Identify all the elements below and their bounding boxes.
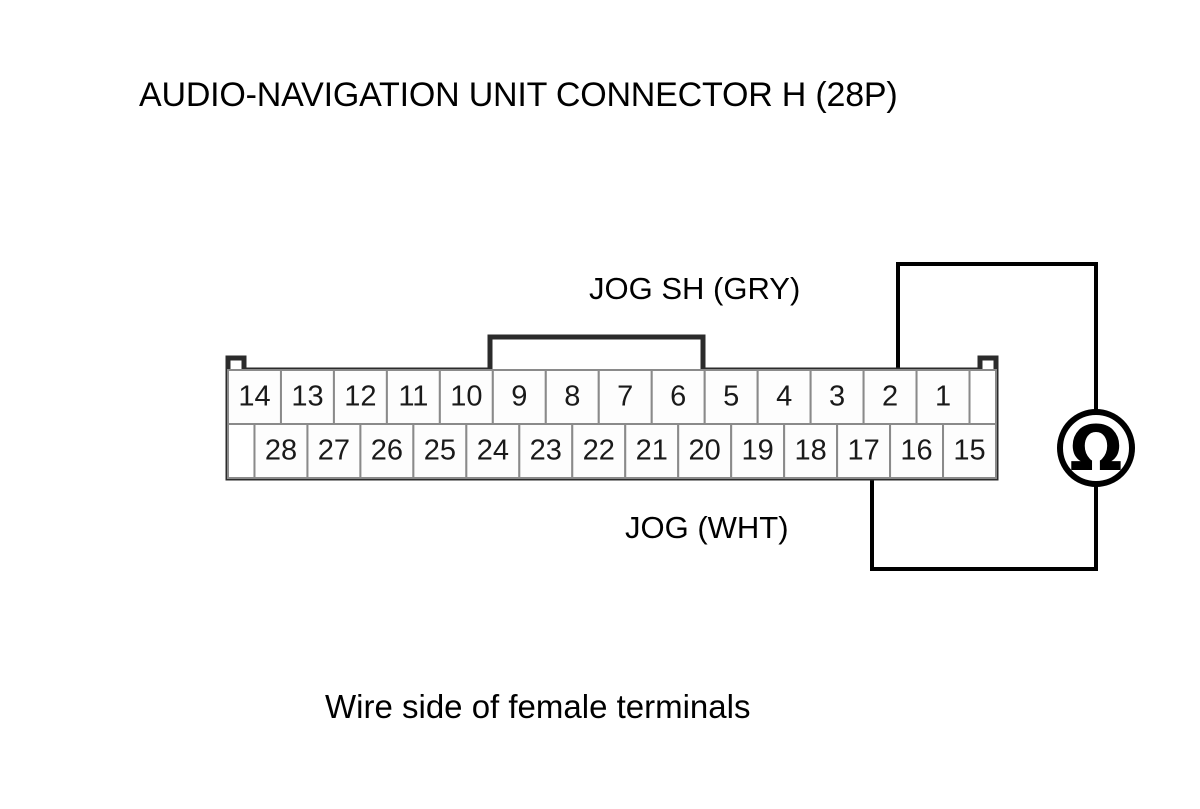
pin-cell-19 xyxy=(730,423,786,479)
pin-cell-4 xyxy=(756,369,812,425)
ohmmeter: Ω xyxy=(1057,409,1135,487)
pin-number-24: 24 xyxy=(477,435,509,467)
pin-row-top: 14 13 12 11 10 9 8 7 6 5 4 3 2 1 xyxy=(227,369,997,425)
pin-number-19: 19 xyxy=(742,435,774,467)
pin-number-9: 9 xyxy=(511,381,527,413)
pin-row-bottom: 28 27 26 25 24 23 22 21 20 19 18 17 16 15 xyxy=(227,423,998,479)
wire-path-top-probe xyxy=(896,262,1098,414)
pin-number-21: 21 xyxy=(636,435,668,467)
pin-cell-14 xyxy=(227,369,282,425)
pin-number-15: 15 xyxy=(953,435,985,467)
pin-cell-23 xyxy=(518,423,574,479)
pin-number-26: 26 xyxy=(371,435,403,467)
pin-number-1: 1 xyxy=(935,381,951,413)
pin-number-22: 22 xyxy=(583,435,615,467)
pin-number-6: 6 xyxy=(670,381,686,413)
pin-cell-22 xyxy=(571,423,627,479)
bottom_row-blank-cell xyxy=(227,423,256,479)
ohm-symbol-icon: Ω xyxy=(1070,412,1123,485)
pin-number-2: 2 xyxy=(882,381,898,413)
pin-cell-20 xyxy=(677,423,733,479)
pin-cell-3 xyxy=(809,369,865,425)
pin-number-11: 11 xyxy=(398,381,428,413)
pin-cell-24 xyxy=(465,423,521,479)
ohmmeter-circle xyxy=(1057,409,1135,487)
diagram-caption: Wire side of female terminals xyxy=(325,688,751,725)
pin-number-25: 25 xyxy=(424,435,456,467)
pin-cell-12 xyxy=(332,369,388,425)
pin-number-23: 23 xyxy=(530,435,562,467)
pin-number-16: 16 xyxy=(900,435,932,467)
pin-cell-11 xyxy=(385,369,441,425)
pin-number-5: 5 xyxy=(723,381,739,413)
pin-number-18: 18 xyxy=(794,435,826,467)
pin-number-20: 20 xyxy=(689,435,721,467)
pin-number-10: 10 xyxy=(450,381,482,413)
pin-cell-16 xyxy=(889,423,945,479)
wire-path-bottom-probe xyxy=(870,476,1098,571)
pin-cell-1 xyxy=(915,369,971,425)
pin-number-4: 4 xyxy=(776,381,792,413)
page-title: AUDIO-NAVIGATION UNIT CONNECTOR H (28P) xyxy=(139,76,898,114)
pin-cell-26 xyxy=(359,423,415,479)
pin-number-28: 28 xyxy=(265,435,297,467)
pin-number-12: 12 xyxy=(344,381,376,413)
pin-number-8: 8 xyxy=(564,381,580,413)
pin-number-17: 17 xyxy=(847,435,879,467)
test-circuit-wires xyxy=(870,262,1098,571)
top_row-blank-cell xyxy=(968,369,997,425)
pin-cell-25 xyxy=(412,423,468,479)
pin-cell-15 xyxy=(942,423,998,479)
pin-number-13: 13 xyxy=(291,381,323,413)
pin-number-27: 27 xyxy=(318,435,350,467)
pin-number-3: 3 xyxy=(829,381,845,413)
wire-label-jog: JOG (WHT) xyxy=(625,510,789,545)
pin-number-7: 7 xyxy=(617,381,633,413)
wire-label-jog-sh: JOG SH (GRY) xyxy=(589,271,801,306)
connector-latch-tab xyxy=(487,334,706,370)
pin-number-14: 14 xyxy=(238,381,270,413)
